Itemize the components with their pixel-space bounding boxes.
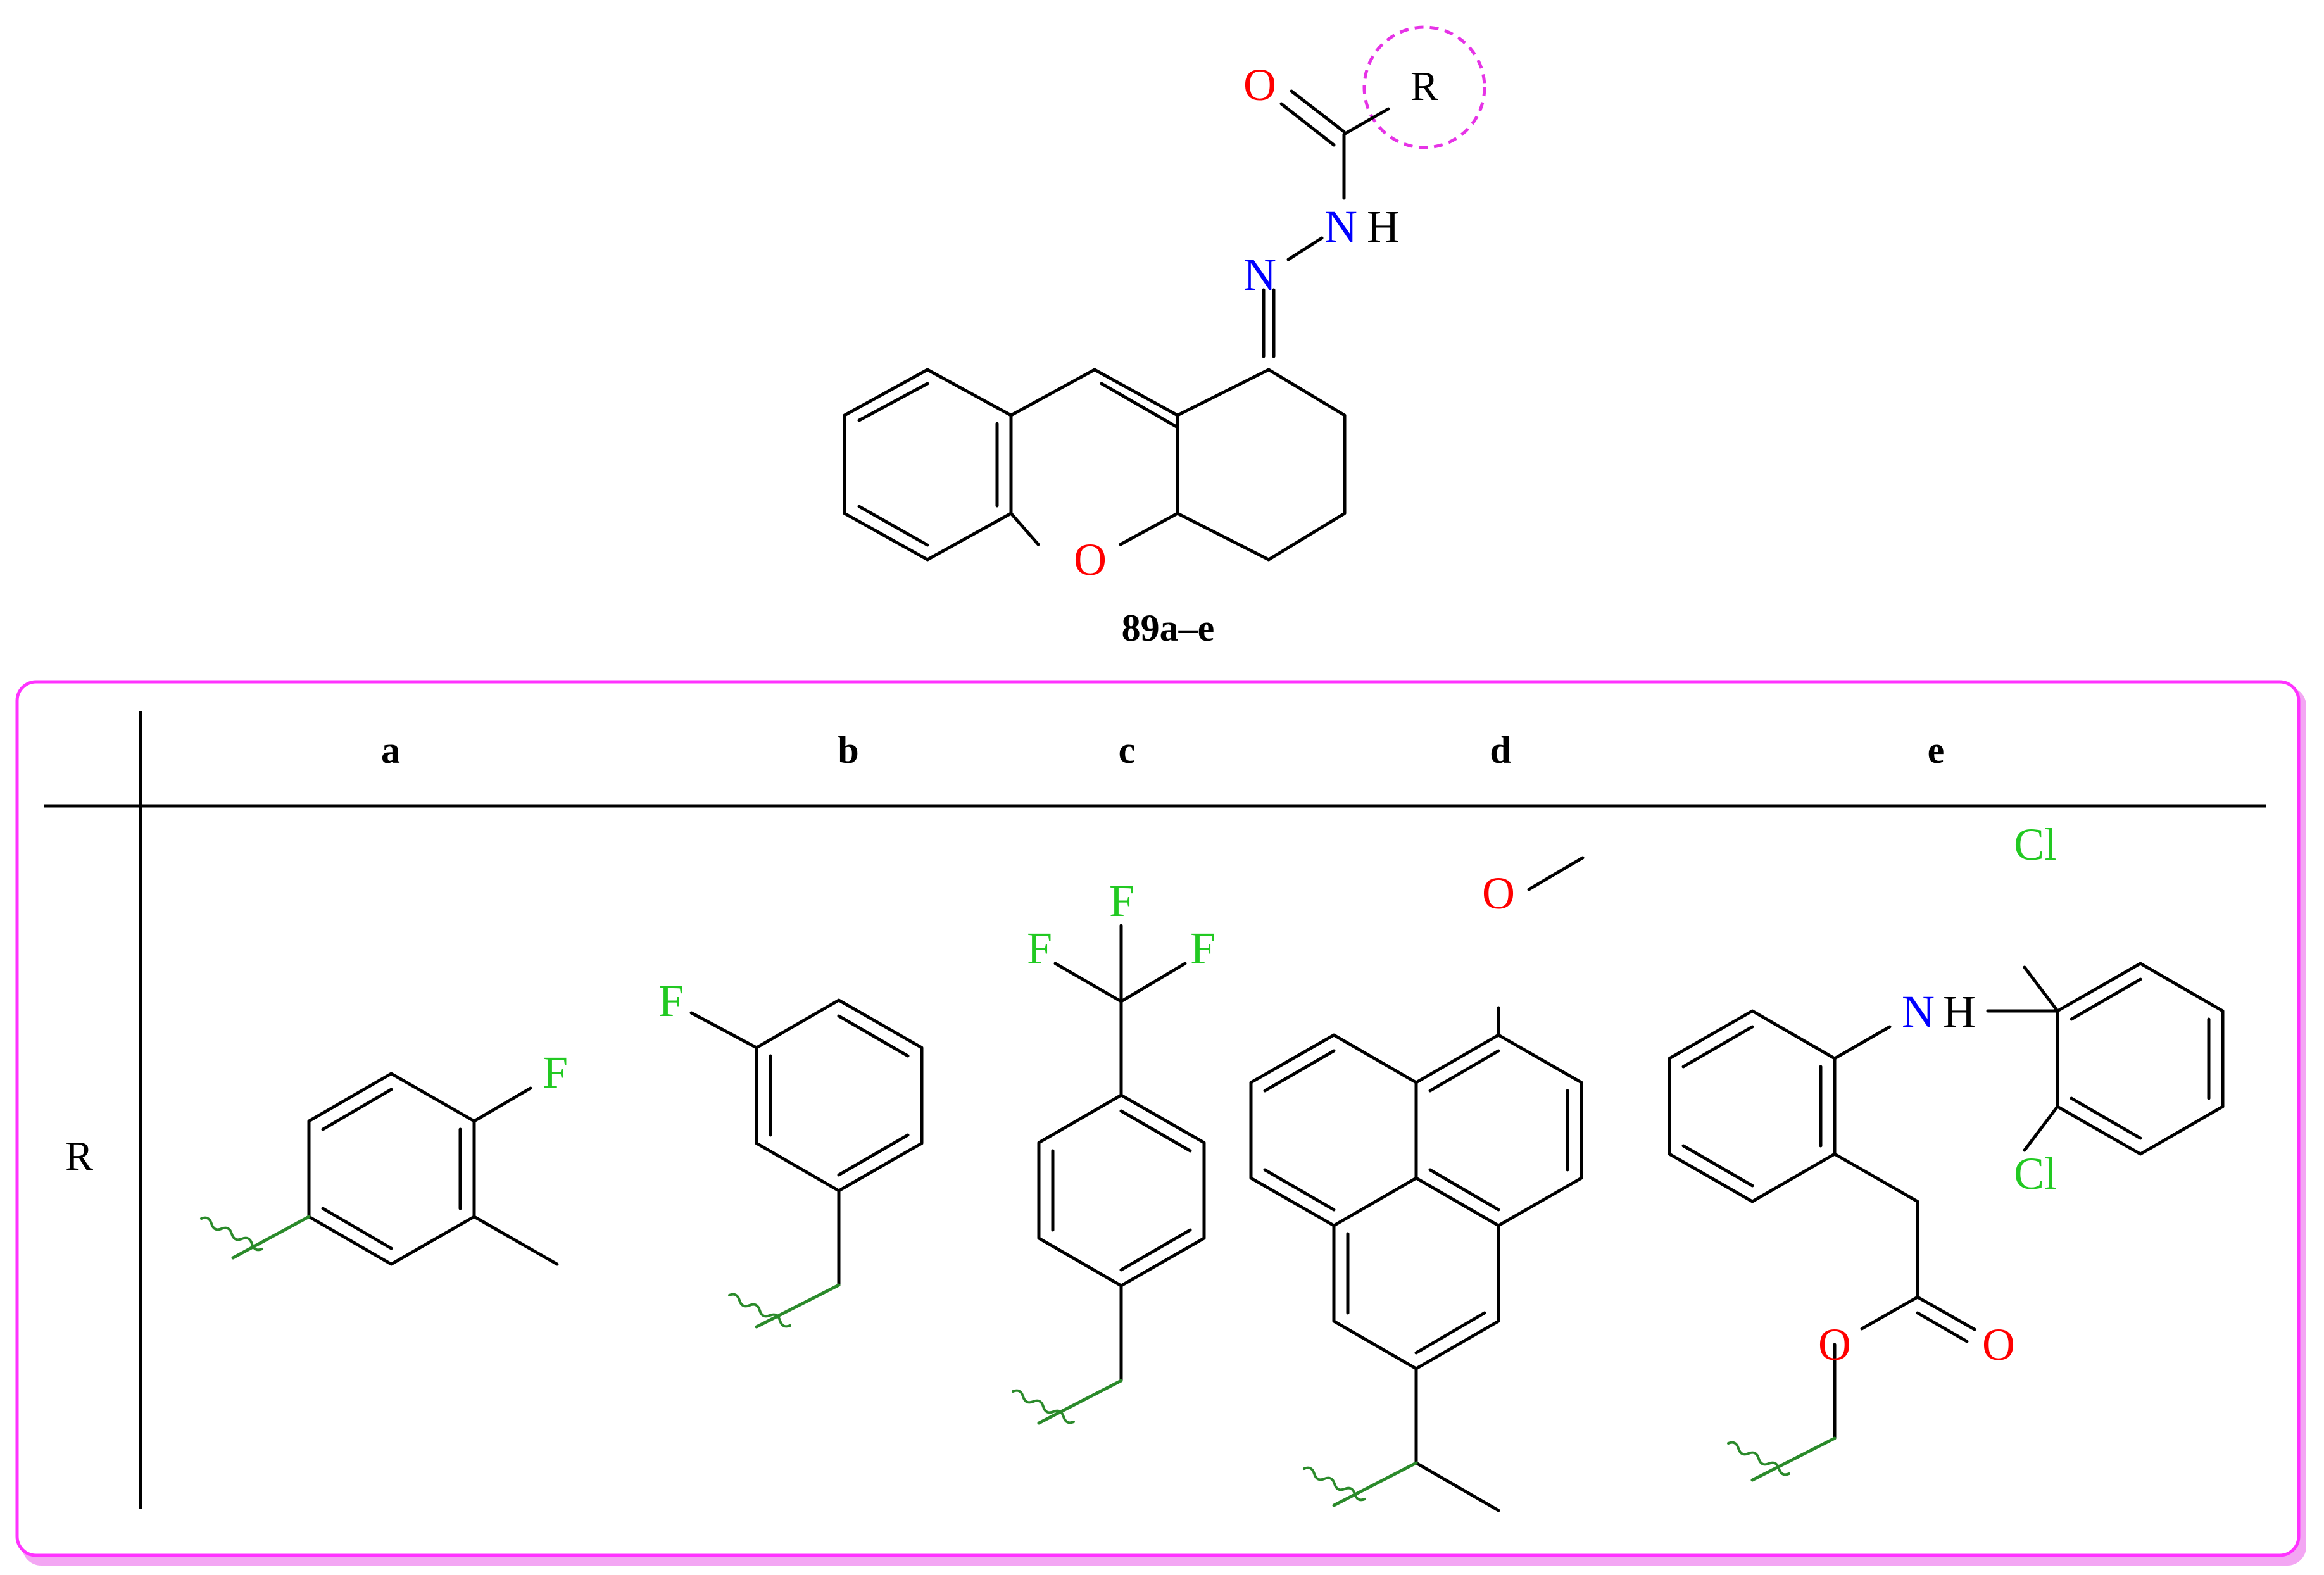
- substituent-c-attachment-bond: [1037, 1379, 1123, 1425]
- substituent-e-structure: [1668, 962, 2225, 1440]
- substituent-d-wavy-bond: [1303, 1466, 1366, 1502]
- row-header-r: R: [65, 1133, 93, 1179]
- substituent-d: O: [1249, 856, 1585, 1512]
- substituent-table-frame: [15, 680, 2306, 1566]
- substituent-a-ring: [307, 1072, 559, 1266]
- substituent-b-ring: [689, 998, 924, 1287]
- substituent-a-attachment-bond: [231, 1215, 311, 1260]
- substituent-b: F: [658, 976, 924, 1329]
- substituent-a-fluorine: F: [543, 1047, 568, 1098]
- column-header-a: a: [381, 729, 400, 771]
- column-header-b: b: [838, 729, 858, 771]
- substituent-d-attachment-bond: [1332, 1461, 1418, 1507]
- carbonyl-bond: [1262, 89, 1390, 358]
- substituent-c-wavy-bond: [1012, 1389, 1075, 1424]
- substituent-e-nitrogen: N: [1902, 986, 1935, 1037]
- substituent-e-hydrogen: H: [1943, 986, 1976, 1037]
- carbonyl-oxygen-label: O: [1243, 60, 1276, 110]
- substituent-d-oxygen: O: [1482, 868, 1515, 919]
- r-group-label: R: [1410, 63, 1438, 110]
- substituent-b-attachment-bond: [755, 1283, 841, 1329]
- substituent-e-chlorine-bottom: Cl: [2014, 1148, 2057, 1199]
- column-header-c: c: [1119, 729, 1136, 771]
- substituent-b-wavy-bond: [728, 1293, 791, 1328]
- column-headers: a b c d e: [381, 729, 1944, 771]
- nh-hydrogen-label: H: [1367, 201, 1400, 252]
- xanthene-rings: [843, 368, 1347, 562]
- substituent-e-chlorine-top: Cl: [2014, 819, 2057, 870]
- substituent-c: F F F: [1012, 875, 1215, 1425]
- r-highlight-circle: [1362, 25, 1486, 149]
- substituent-b-fluorine: F: [658, 976, 684, 1026]
- substituent-c-fluorine-left: F: [1027, 923, 1052, 974]
- hydrazone-nitrogen-label: N: [1243, 249, 1276, 300]
- substituent-e-carbonyl-oxygen: O: [1982, 1319, 2015, 1370]
- frame-box: [15, 680, 2301, 1557]
- scaffold-structure: O R N H N O 89a–e: [843, 25, 1486, 649]
- nh-nitrogen-label: N: [1324, 201, 1357, 252]
- column-header-d: d: [1490, 729, 1511, 771]
- substituent-c-fluorine-top: F: [1109, 875, 1134, 926]
- column-header-e: e: [1928, 729, 1945, 771]
- substituent-e: N H Cl Cl O O: [1668, 819, 2225, 1482]
- substituent-a-wavy-bond: [200, 1216, 263, 1252]
- ring-oxygen-label: O: [1074, 534, 1107, 585]
- substituent-e-attachment-bond: [1750, 1436, 1837, 1482]
- substituent-e-wavy-bond: [1727, 1441, 1790, 1476]
- substituent-c-ring: [1037, 924, 1206, 1383]
- substituent-a: F: [200, 1047, 568, 1266]
- substituent-e-ester-oxygen: O: [1818, 1319, 1851, 1370]
- compound-label: 89a–e: [1122, 607, 1215, 649]
- substituent-c-fluorine-right: F: [1190, 923, 1215, 974]
